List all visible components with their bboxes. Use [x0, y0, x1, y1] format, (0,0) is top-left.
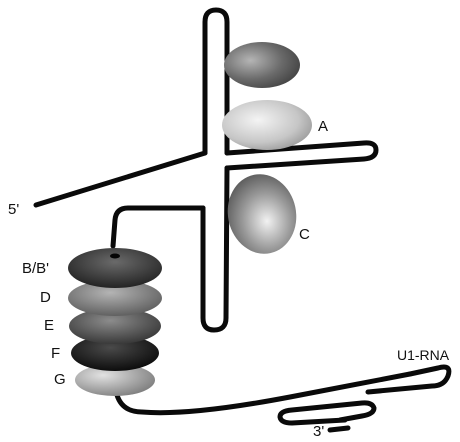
rna-long-loop — [365, 364, 452, 395]
three-prime-label: 3' — [313, 423, 324, 440]
sm-ring-d — [68, 280, 162, 316]
rna-name-label: U1-RNA — [397, 347, 450, 363]
protein-c-group: C — [227, 174, 310, 254]
sm-ring-d-label: D — [40, 289, 51, 306]
sm-ring-e — [69, 308, 161, 344]
sm-ring-g — [75, 364, 155, 396]
sm-ring-e-label: E — [44, 317, 54, 334]
protein-a-lower — [222, 100, 312, 150]
sm-ring-f-label: F — [51, 345, 60, 362]
protein-a-label: A — [318, 118, 328, 135]
rna-stem-loop-lower — [200, 165, 230, 333]
sm-ring-b — [68, 248, 162, 288]
protein-c — [227, 174, 297, 254]
sm-ring-stack: B/B' D E F G — [22, 248, 162, 396]
rna-sm-exit — [112, 371, 413, 416]
protein-a-group: A — [222, 42, 328, 150]
five-prime-label: 5' — [8, 201, 19, 218]
rna-three-prime-tail — [327, 425, 351, 433]
rna-five-prime-arm — [33, 150, 208, 208]
sm-ring-hole — [110, 253, 120, 259]
u1-rna-strand — [33, 7, 452, 433]
protein-a-upper — [224, 42, 300, 88]
protein-c-label: C — [299, 226, 310, 243]
sm-ring-g-label: G — [54, 371, 66, 388]
sm-ring-f — [71, 335, 159, 371]
rna-sm-connector — [110, 205, 206, 249]
rna-three-prime-loop — [277, 400, 377, 426]
rna-stem-loop-right — [224, 140, 379, 171]
rna-stem-loop-top — [202, 7, 230, 156]
sm-ring-b-label: B/B' — [22, 260, 49, 277]
